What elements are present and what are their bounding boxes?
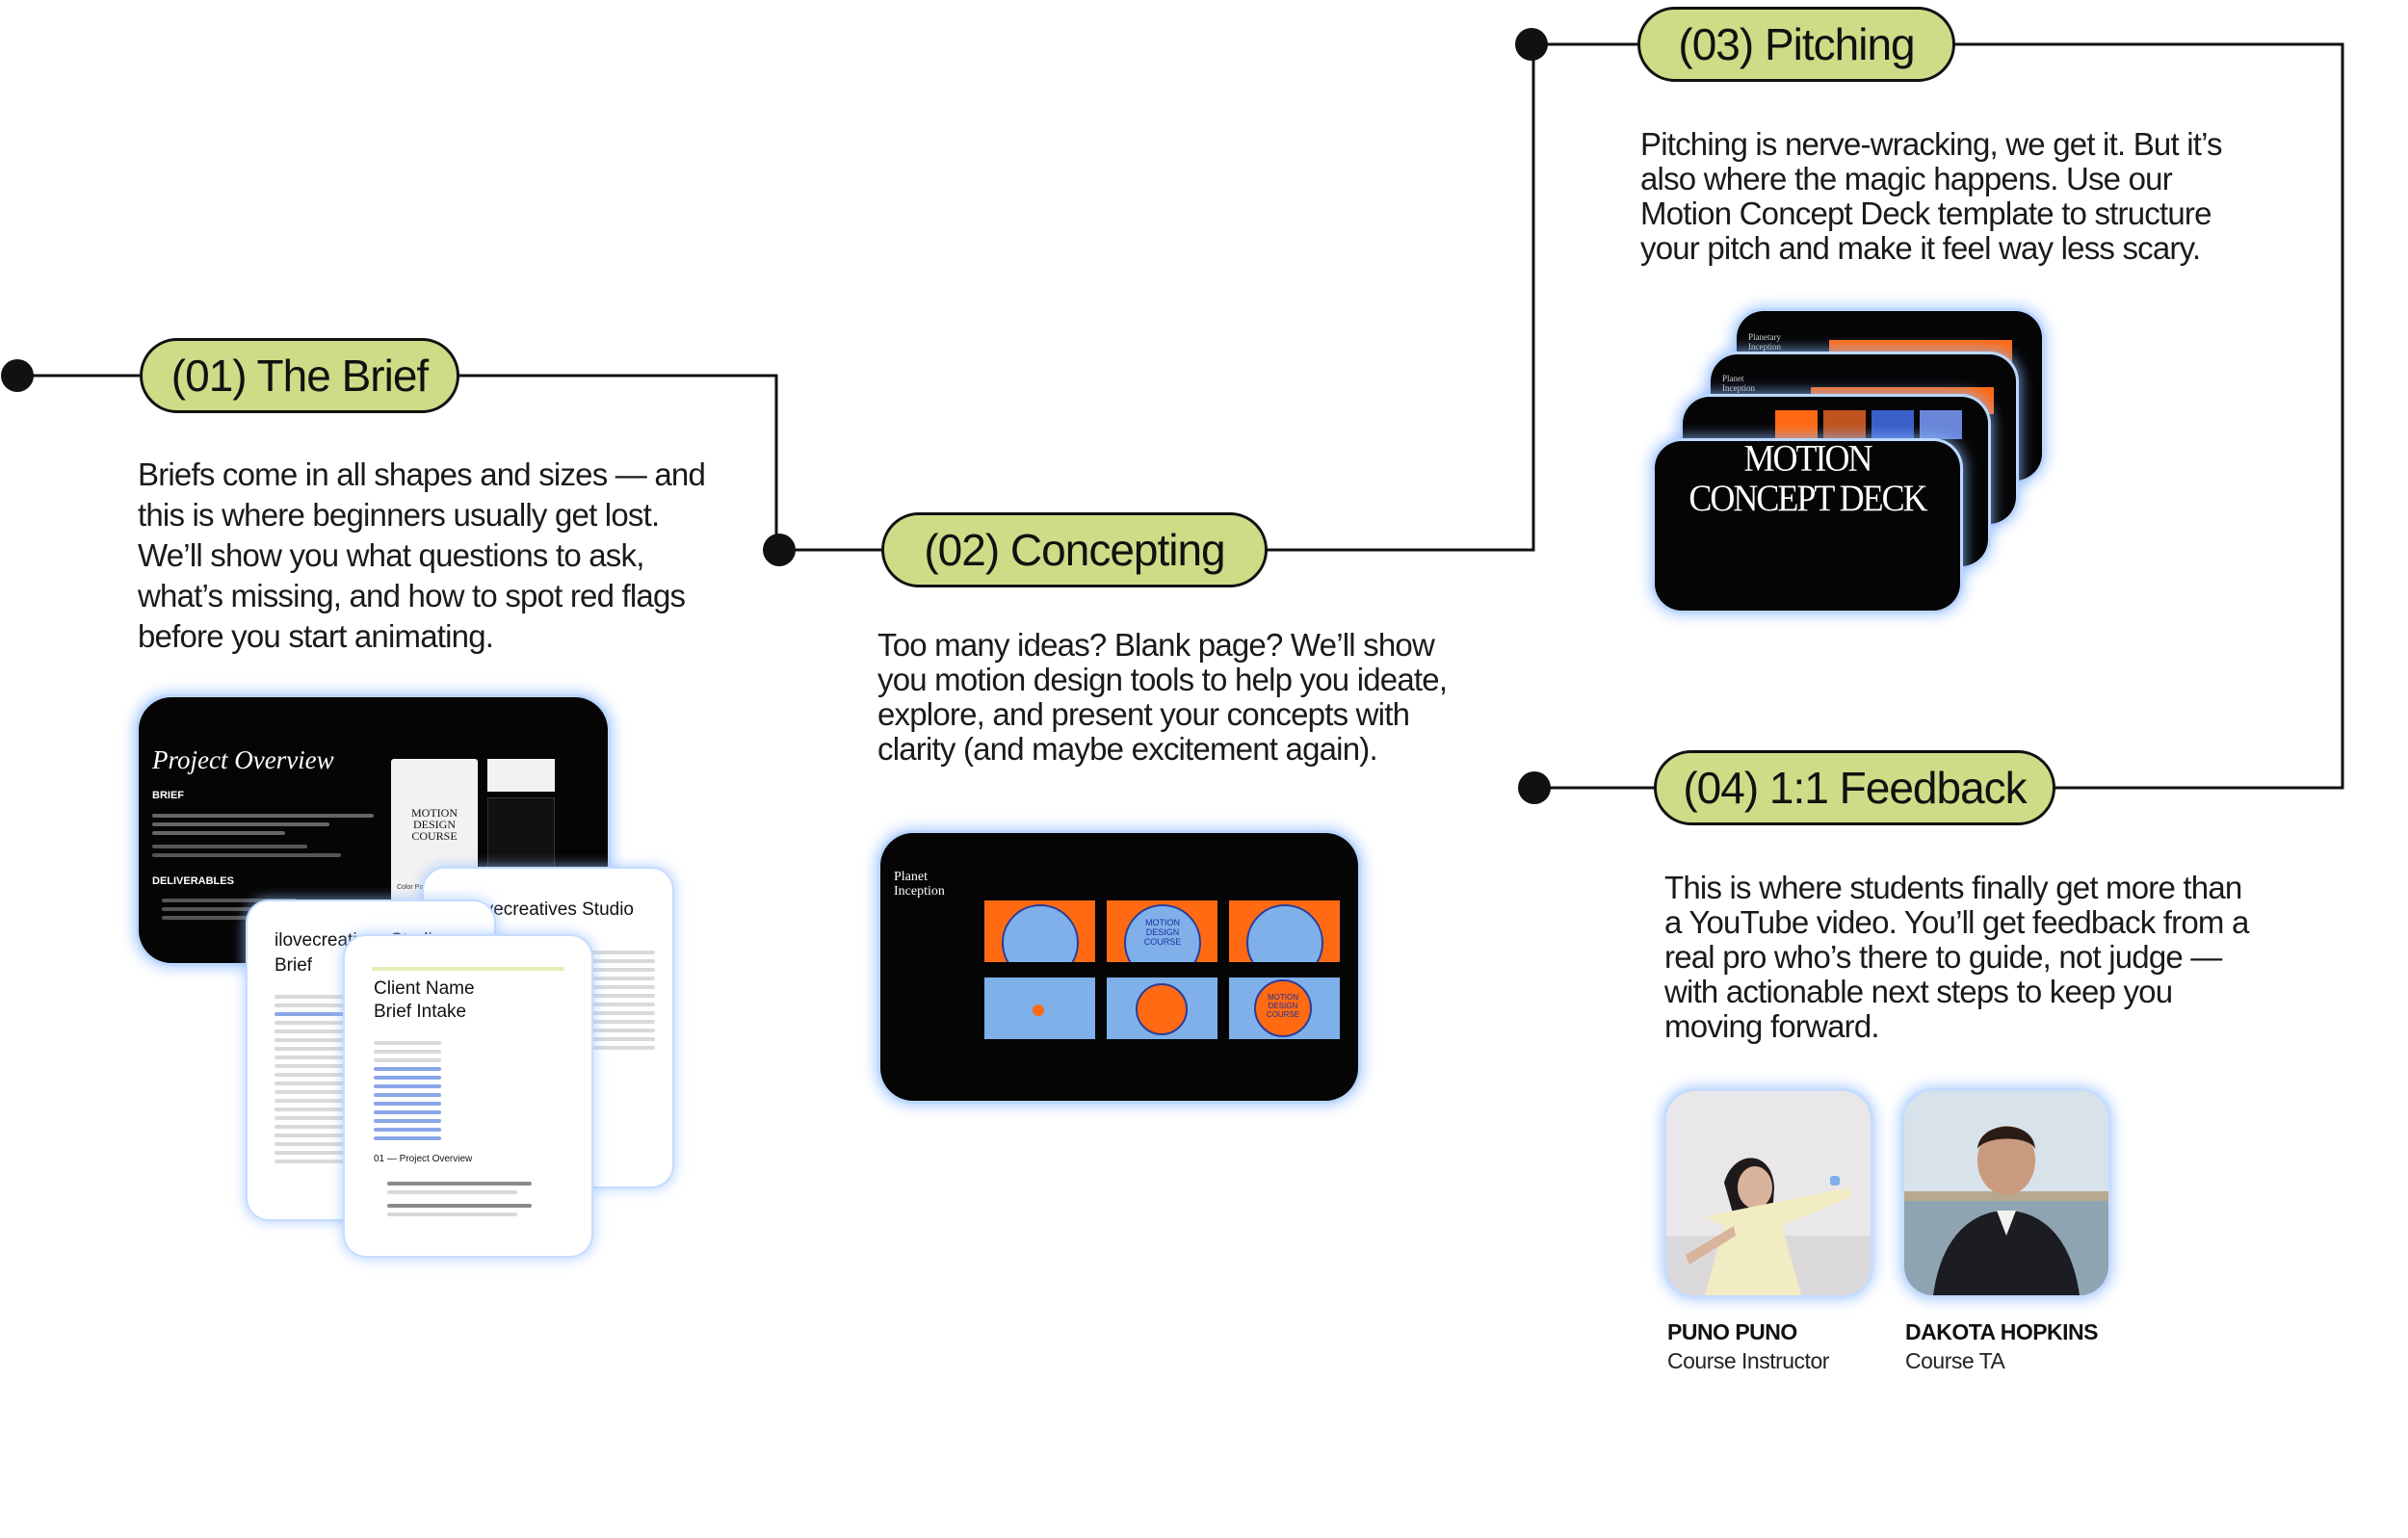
avatar-ta bbox=[1904, 1091, 2108, 1295]
step-1-description: Briefs come in all shapes and sizes — an… bbox=[138, 456, 706, 654]
avatar-instructor bbox=[1666, 1091, 1871, 1295]
client-brief-intake-doc: Client Name Brief Intake 01 — Project Ov… bbox=[345, 936, 591, 1256]
instructor-role: Course Instructor bbox=[1667, 1348, 1829, 1373]
timeline-dot-4 bbox=[1518, 771, 1551, 804]
deck-title: MOTION CONCEPT DECK bbox=[1688, 441, 1927, 519]
timeline-dot-1 bbox=[1, 359, 34, 392]
instructor-name: PUNO PUNO bbox=[1667, 1319, 1797, 1344]
step-4-label: (04) 1:1 Feedback bbox=[1654, 750, 2055, 825]
step-1-label: (01) The Brief bbox=[140, 338, 459, 413]
concept-frame-2: MOTION DESIGN COURSE bbox=[1107, 900, 1217, 962]
timeline-dot-3 bbox=[1515, 28, 1548, 61]
planet-inception-card: Planet Inception MOTION DESIGN COURSE MO… bbox=[880, 833, 1358, 1101]
brief-heading: BRIEF bbox=[152, 790, 184, 801]
step-4-description: This is where students finally get more … bbox=[1664, 870, 2249, 1044]
concept-frame-4 bbox=[984, 978, 1095, 1039]
concept-frame-1 bbox=[984, 900, 1095, 962]
step-3-description: Pitching is nerve-wracking, we get it. B… bbox=[1640, 126, 2223, 266]
concept-frame-6: MOTION DESIGN COURSE bbox=[1229, 978, 1340, 1039]
ta-name: DAKOTA HOPKINS bbox=[1905, 1319, 2099, 1344]
timeline-dot-2 bbox=[763, 534, 796, 566]
ta-photo bbox=[1904, 1091, 2108, 1295]
motion-concept-deck-card: MOTION CONCEPT DECK bbox=[1655, 441, 1960, 611]
ta-role: Course TA bbox=[1905, 1348, 2005, 1373]
project-overview-title: Project Overview bbox=[152, 745, 334, 774]
deliverables-heading: DELIVERABLES bbox=[152, 875, 234, 887]
brief-thumbnail-2 bbox=[487, 759, 555, 792]
concept-frame-5 bbox=[1107, 978, 1217, 1039]
instructor-photo bbox=[1666, 1091, 1871, 1295]
concept-frame-3 bbox=[1229, 900, 1340, 962]
step-3-label: (03) Pitching bbox=[1637, 7, 1955, 82]
step-2-label: (02) Concepting bbox=[881, 512, 1268, 587]
concept-frames: MOTION DESIGN COURSE MOTION DESIGN COURS… bbox=[984, 900, 1346, 1039]
step-2-description: Too many ideas? Blank page? We’ll show y… bbox=[877, 627, 1448, 767]
